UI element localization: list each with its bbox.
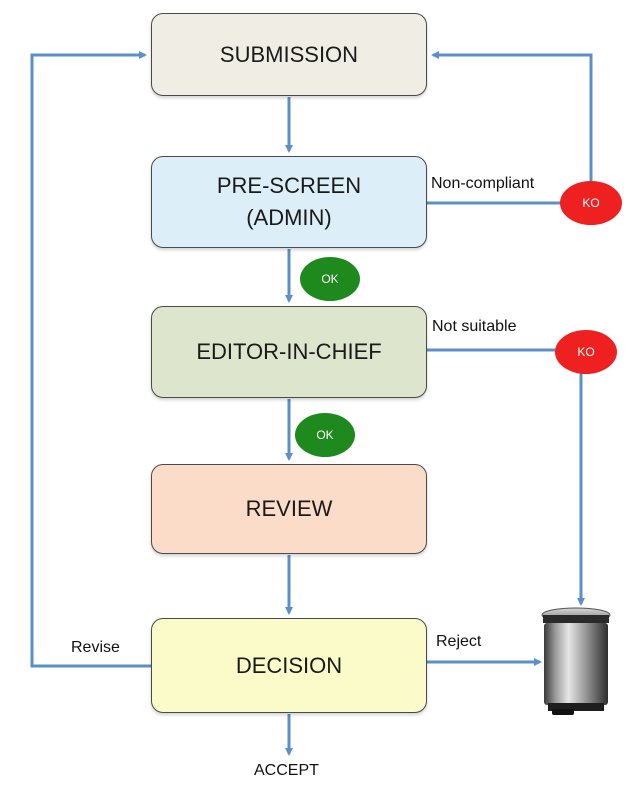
editor-label: EDITOR-IN-CHIEF: [196, 339, 382, 365]
ko-badge-notsuitable: KO: [555, 330, 617, 374]
reject-label: Reject: [436, 633, 482, 650]
arrow-revise-loop: [30, 51, 151, 668]
prescreen-box: PRE-SCREEN (ADMIN): [151, 156, 427, 248]
revise-label: Revise: [71, 639, 120, 656]
prescreen-label-line1: PRE-SCREEN: [216, 173, 362, 199]
accept-label: ACCEPT: [254, 762, 319, 779]
prescreen-label-line2: (ADMIN): [246, 205, 332, 230]
arrow-notsuitable-to-bin: [427, 348, 585, 606]
submission-box: SUBMISSION: [151, 13, 427, 96]
editor-in-chief-box: EDITOR-IN-CHIEF: [151, 306, 427, 398]
decision-label: DECISION: [235, 652, 343, 678]
trash-bin-icon: [541, 607, 611, 715]
noncompliant-label: Non-compliant: [431, 175, 535, 192]
submission-label: SUBMISSION: [219, 41, 359, 67]
decision-box: DECISION: [151, 618, 427, 713]
review-label: REVIEW: [245, 496, 333, 522]
ok-badge-prescreen: OK: [300, 257, 360, 301]
ko-badge-noncompliant: KO: [560, 181, 622, 225]
review-box: REVIEW: [151, 464, 427, 554]
notsuitable-label: Not suitable: [432, 318, 517, 335]
ok-badge-editor: OK: [295, 413, 355, 457]
arrow-noncompliant-loop: [427, 51, 593, 205]
